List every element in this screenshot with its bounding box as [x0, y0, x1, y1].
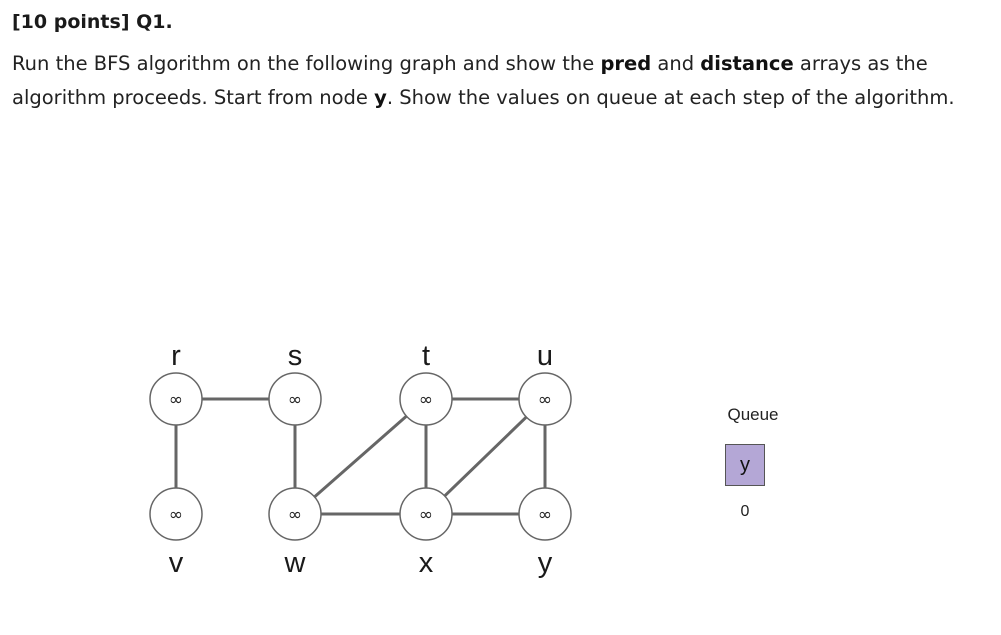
- node-u-distance: ∞: [538, 390, 552, 410]
- node-t-label: t: [422, 340, 430, 372]
- node-r-distance: ∞: [169, 390, 183, 410]
- node-y-distance: ∞: [538, 505, 552, 525]
- distance-term: distance: [700, 52, 794, 75]
- queue-title: Queue: [727, 405, 779, 424]
- node-v: [149, 487, 203, 541]
- node-t: [399, 372, 453, 426]
- node-u-label: u: [537, 340, 553, 372]
- node-w-label: w: [284, 547, 307, 579]
- start-node-term: y: [374, 86, 387, 109]
- node-s-label: s: [288, 340, 303, 372]
- node-w-distance: ∞: [288, 505, 302, 525]
- question-text-part: and: [651, 52, 701, 75]
- queue-item-y: y: [725, 444, 765, 486]
- node-x: [399, 487, 453, 541]
- edge-x-u: [443, 415, 528, 498]
- node-x-distance: ∞: [419, 505, 433, 525]
- node-x-label: x: [419, 547, 434, 579]
- node-v-distance: ∞: [169, 505, 183, 525]
- question-text-part: . Show the values on queue at each step …: [386, 86, 955, 109]
- question-text: Run the BFS algorithm on the following g…: [12, 47, 997, 115]
- node-s-distance: ∞: [288, 390, 302, 410]
- node-r: [149, 372, 203, 426]
- node-w: [268, 487, 322, 541]
- question-text-part: arrays as the algorithm proceeds. Start …: [12, 52, 928, 109]
- node-s: [268, 372, 322, 426]
- pred-term: pred: [600, 52, 652, 75]
- question-text-part: Run the BFS algorithm on the following g…: [12, 52, 601, 75]
- question-heading: [10 points] Q1.: [12, 11, 173, 33]
- node-v-label: v: [169, 547, 184, 579]
- node-r-label: r: [171, 340, 181, 372]
- node-y: [518, 487, 572, 541]
- edge-w-t: [313, 415, 408, 498]
- node-t-distance: ∞: [419, 390, 433, 410]
- node-y-label: y: [538, 547, 553, 579]
- queue-item-distance: 0: [740, 503, 750, 520]
- node-u: [518, 372, 572, 426]
